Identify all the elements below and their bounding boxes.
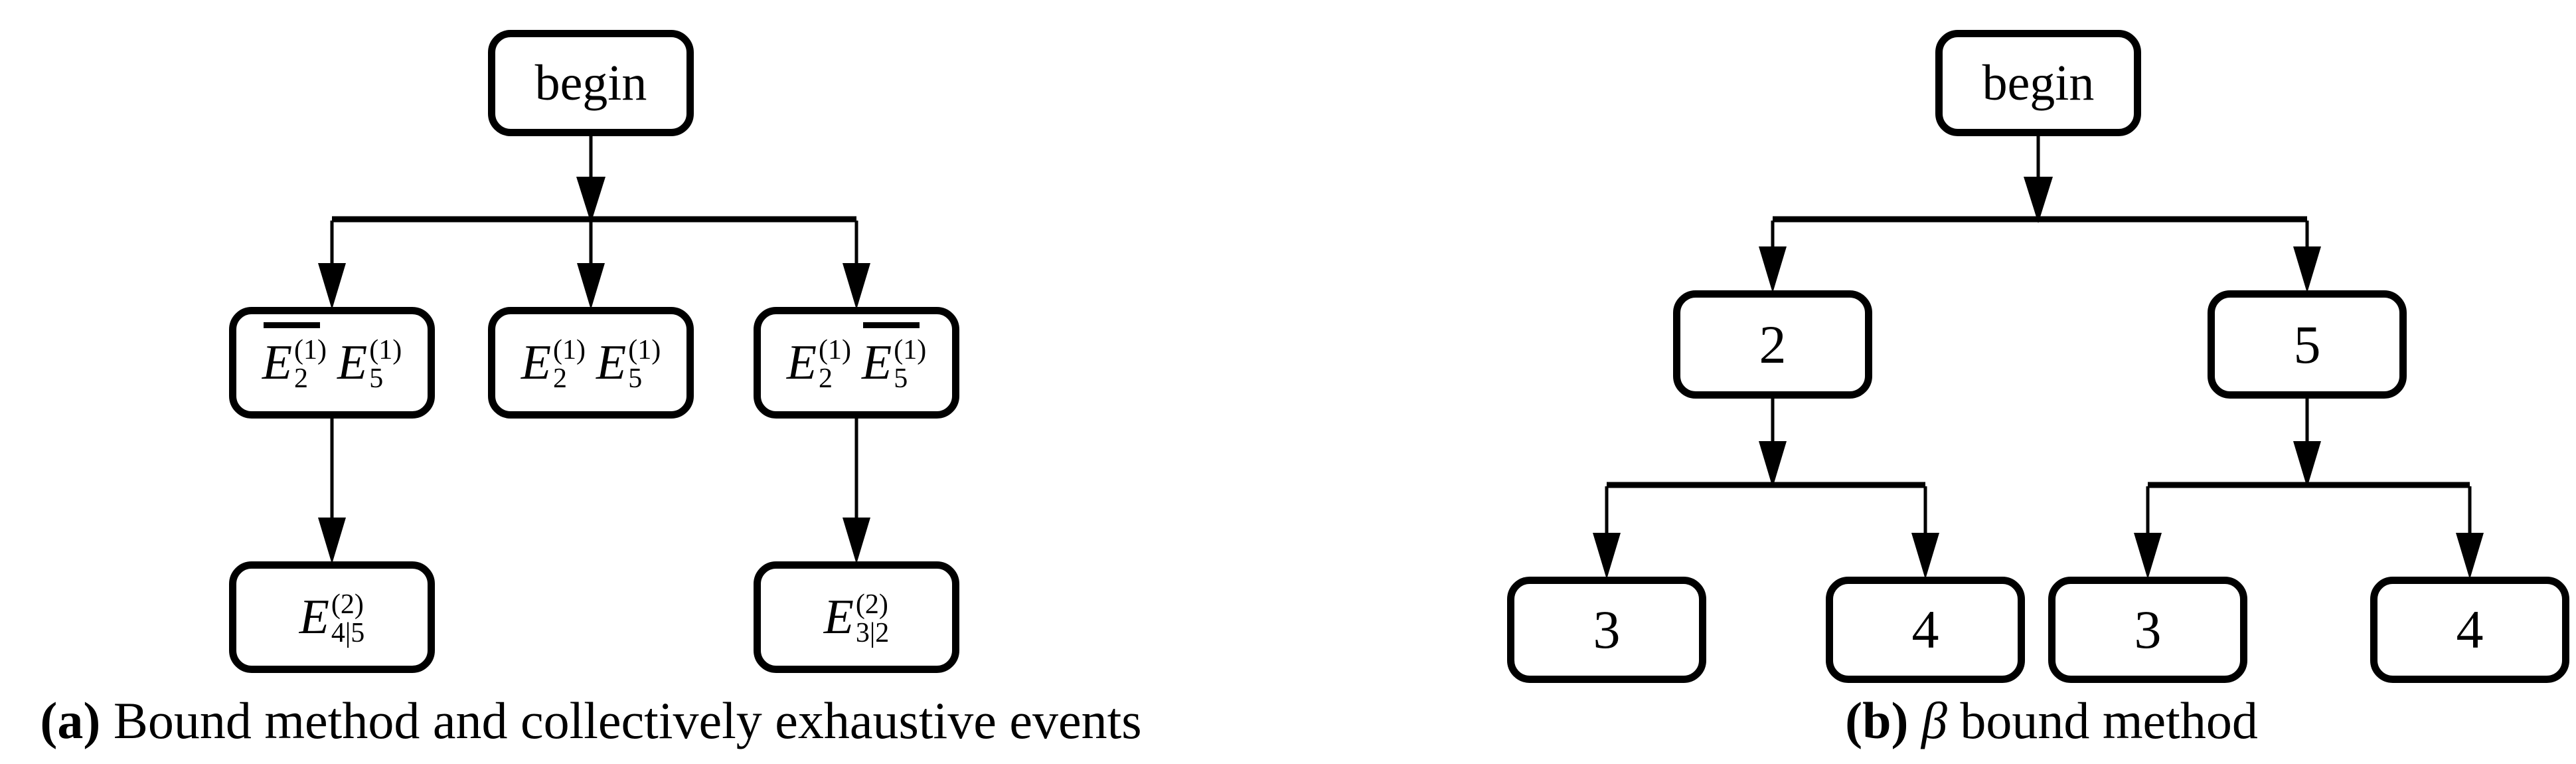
node-label: 4 xyxy=(1911,599,1939,660)
math-base: E xyxy=(521,335,552,390)
math-term-e2: E(1)2 xyxy=(262,322,327,394)
edge-b-begin-to-split xyxy=(2024,136,2053,223)
math-superscript: (1) xyxy=(294,335,327,366)
math-subscript: 2 xyxy=(294,363,309,394)
math-subscript: 5 xyxy=(628,363,643,394)
math-subscript: 5 xyxy=(369,363,384,394)
caption-a-label: (a) xyxy=(40,692,101,749)
math-subscript: 2 xyxy=(819,363,833,394)
math-superscript: (1) xyxy=(553,335,586,366)
caption-b-beta: β xyxy=(1908,692,1947,749)
math-base: E xyxy=(262,335,293,390)
node-b-5: 5 xyxy=(2208,290,2407,399)
math-subscript: 2 xyxy=(553,363,568,394)
math-superscript: (1) xyxy=(819,335,851,366)
node-label: 3 xyxy=(2134,599,2162,660)
edge-b-node2-to-split xyxy=(1759,399,1787,488)
math-term-e5: E(1)5 xyxy=(862,322,927,394)
math-base: E xyxy=(862,335,892,390)
node-label: 4 xyxy=(2456,599,2484,660)
edge-a-split-to-child3 xyxy=(843,221,870,310)
node-b-3-left: 3 xyxy=(1507,577,1706,683)
node-label: 5 xyxy=(2293,314,2321,375)
math-term-e5: E(1)5 xyxy=(337,334,402,394)
caption-b-text: bound method xyxy=(1947,692,2258,749)
caption-a: (a) Bound method and collectively exhaus… xyxy=(0,691,1182,751)
caption-b: (b) β bound method xyxy=(1494,691,2576,751)
math-term-e2: E(1)2 xyxy=(521,334,586,394)
edge-b-to-node4-left xyxy=(1911,486,1939,579)
edge-b-to-node3-left xyxy=(1593,486,1621,579)
edge-a-split-to-child2 xyxy=(577,221,605,310)
math-base: E xyxy=(786,335,817,390)
node-b-4-right: 4 xyxy=(2370,577,2569,683)
edge-a-split-to-child1 xyxy=(318,221,346,310)
caption-a-text: Bound method and collectively exhaustive… xyxy=(100,692,1142,749)
node-a-e2-e5bar: E(1)2 E(1)5 xyxy=(754,307,959,419)
edge-a-begin-to-split xyxy=(576,136,605,223)
math-term-e45: E(2)4|5 xyxy=(299,589,365,648)
caption-b-label: (b) xyxy=(1845,692,1909,749)
node-label: begin xyxy=(534,54,647,111)
node-b-4-left: 4 xyxy=(1826,577,2025,683)
edge-a-child1-to-e45 xyxy=(318,419,346,564)
math-subscript: 4|5 xyxy=(331,618,365,648)
edge-b-to-node3-right xyxy=(2134,486,2162,579)
math-term-e32: E(2)3|2 xyxy=(823,589,890,648)
math-superscript: (2) xyxy=(331,589,364,621)
math-superscript: (2) xyxy=(855,589,888,621)
node-b-3-right: 3 xyxy=(2048,577,2247,683)
math-subscript: 5 xyxy=(894,363,908,394)
node-label: 3 xyxy=(1593,599,1621,660)
math-superscript: (1) xyxy=(369,335,402,366)
edge-a-child3-to-e32 xyxy=(843,419,870,564)
node-b-2: 2 xyxy=(1673,290,1872,399)
math-base: E xyxy=(596,335,627,390)
node-a-e2-e5: E(1)2 E(1)5 xyxy=(488,307,694,419)
math-base: E xyxy=(823,590,854,644)
math-superscript: (1) xyxy=(894,335,927,366)
node-a-begin: begin xyxy=(488,30,694,136)
math-superscript: (1) xyxy=(628,335,661,366)
edge-b-split-to-node2 xyxy=(1759,221,1787,293)
math-term-e5: E(1)5 xyxy=(596,334,661,394)
node-label: 2 xyxy=(1759,314,1787,375)
node-a-e45: E(2)4|5 xyxy=(229,561,435,673)
edge-b-to-node4-right xyxy=(2456,486,2484,579)
math-base: E xyxy=(299,590,329,644)
math-base: E xyxy=(337,335,368,390)
node-label: begin xyxy=(1982,54,2095,111)
math-term-e2: E(1)2 xyxy=(786,334,851,394)
edge-b-node5-to-split xyxy=(2293,399,2321,488)
node-a-e32: E(2)3|2 xyxy=(754,561,959,673)
node-b-begin: begin xyxy=(1935,30,2141,136)
edge-b-split-to-node5 xyxy=(2293,221,2321,293)
node-a-e2bar-e5: E(1)2 E(1)5 xyxy=(229,307,435,419)
math-subscript: 3|2 xyxy=(855,618,890,648)
